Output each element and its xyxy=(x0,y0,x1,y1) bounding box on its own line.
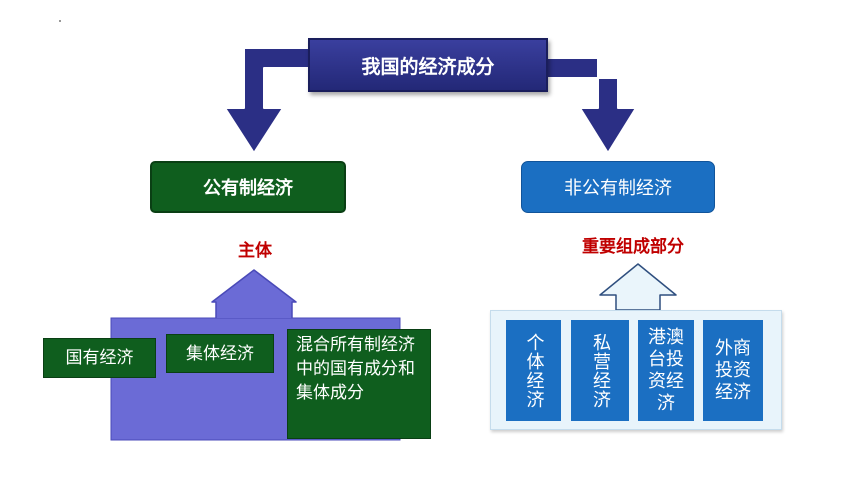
hk-macao-taiwan-investment-label: 港澳台投资经济 xyxy=(648,326,684,414)
left-connector-arrow xyxy=(224,47,310,154)
foreign-investment-label: 外商投资经济 xyxy=(715,337,751,403)
public-role-label: 主体 xyxy=(238,240,272,261)
nonpublic-up-arrow xyxy=(599,263,677,311)
individual-economy-card: 个体经济 xyxy=(506,320,561,421)
non-public-role-label: 重要组成部分 xyxy=(582,236,684,257)
right-connector-arrow xyxy=(546,57,637,154)
diagram-title: 我国的经济成分 xyxy=(361,55,495,78)
mixed-ownership-label: 混合所有制经济中的国有成分和集体成分 xyxy=(296,335,415,403)
collective-economy-label: 集体经济 xyxy=(186,343,254,364)
state-owned-economy-label: 国有经济 xyxy=(65,348,134,368)
public-economy-label: 公有制经济 xyxy=(203,178,293,199)
state-owned-economy-card: 国有经济 xyxy=(43,338,156,378)
individual-economy-label: 个体经济 xyxy=(523,332,545,409)
private-economy-card: 私营经济 xyxy=(571,320,629,421)
decorative-dot xyxy=(59,20,61,22)
hk-macao-taiwan-investment-card: 港澳台投资经济 xyxy=(638,320,694,421)
public-economy-box: 公有制经济 xyxy=(150,161,346,213)
collective-economy-card: 集体经济 xyxy=(166,334,274,373)
foreign-investment-card: 外商投资经济 xyxy=(703,320,763,421)
mixed-ownership-card: 混合所有制经济中的国有成分和集体成分 xyxy=(287,329,431,439)
private-economy-label: 私营经济 xyxy=(590,332,611,409)
non-public-economy-label: 非公有制经济 xyxy=(564,178,672,199)
diagram-title-box: 我国的经济成分 xyxy=(308,38,548,92)
non-public-economy-box: 非公有制经济 xyxy=(521,161,715,213)
public-up-arrow xyxy=(211,269,297,318)
